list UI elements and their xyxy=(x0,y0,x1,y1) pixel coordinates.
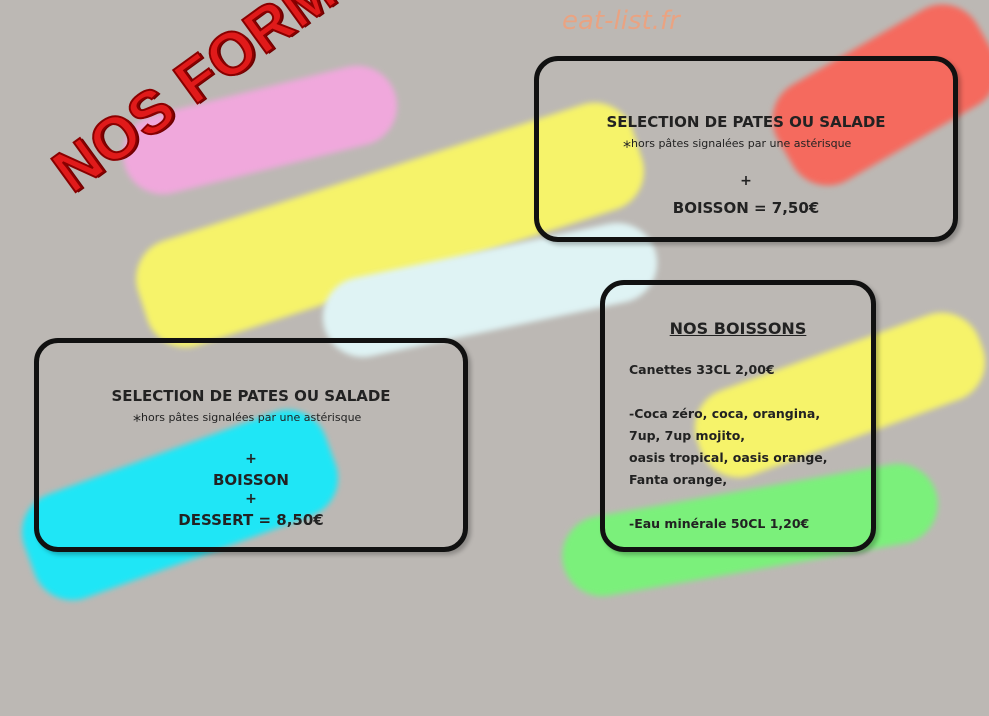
formule-card-1: SELECTION DE PATES OU SALADE *hors pâtes… xyxy=(534,56,958,242)
formule-1-note: *hors pâtes signalées par une astérisque xyxy=(623,137,851,156)
eau-minerale-price: -Eau minérale 50CL 1,20€ xyxy=(629,516,810,531)
asterisk: * xyxy=(133,411,141,430)
formule-2-price: DESSERT = 8,50€ xyxy=(178,511,324,529)
plus-sign: + xyxy=(245,451,257,467)
watermark: eat-list.fr xyxy=(562,6,680,36)
asterisk: * xyxy=(623,137,631,156)
canettes-price: Canettes 33CL 2,00€ xyxy=(629,362,775,377)
list-item: -Coca zéro, coca, orangina, xyxy=(629,406,821,421)
plus-sign: + xyxy=(740,173,752,189)
list-item: oasis tropical, oasis orange, xyxy=(629,450,828,465)
formule-2-note: *hors pâtes signalées par une astérisque xyxy=(133,411,361,430)
drinks-list: -Coca zéro, coca, orangina, 7up, 7up moj… xyxy=(629,403,828,491)
formule-2-note-text: hors pâtes signalées par une astérisque xyxy=(141,411,362,424)
boissons-heading: NOS BOISSONS xyxy=(669,319,807,338)
formule-2-boisson: BOISSON xyxy=(212,471,289,489)
formule-1-price: BOISSON = 7,50€ xyxy=(672,199,820,217)
list-item: Fanta orange, xyxy=(629,472,728,487)
plus-sign: + xyxy=(245,491,257,507)
boissons-card: NOS BOISSONS Canettes 33CL 2,00€ -Coca z… xyxy=(600,280,876,552)
formule-2-heading: SELECTION DE PATES OU SALADE xyxy=(111,387,391,405)
formule-1-note-text: hors pâtes signalées par une astérisque xyxy=(631,137,852,150)
formule-card-2: SELECTION DE PATES OU SALADE *hors pâtes… xyxy=(34,338,468,552)
list-item: 7up, 7up mojito, xyxy=(629,428,746,443)
formule-1-heading: SELECTION DE PATES OU SALADE xyxy=(606,113,886,131)
